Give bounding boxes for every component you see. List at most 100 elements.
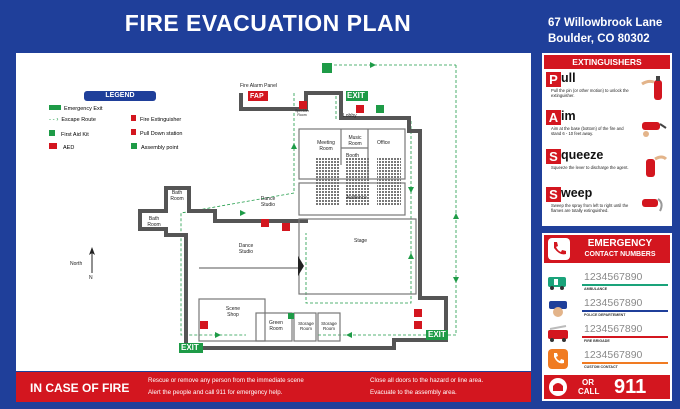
step-letter: P [546,72,561,87]
legend-item-emergency-exit: Emergency Exit [49,105,103,112]
n-label: N [89,275,93,281]
contact-label: AMBULANCE [584,287,608,291]
audience-label: Audience [346,195,367,201]
or-call-911-bar: OR CALL 911 [544,375,670,399]
step-desc: Aim at the base (bottom) of the fire and… [551,126,624,136]
contact-label: CUSTOM CONTACT [584,365,618,369]
instruction-3: Close all doors to the hazard or line ar… [370,377,484,384]
address-line-2: Boulder, CO 80302 [548,33,650,45]
custom-contact-icon [548,349,568,369]
legend-item-first-aid: First Aid Kit [49,130,89,138]
extinguisher-sweep-icon [642,198,663,212]
address: 67 Willowbrook Lane Boulder, CO 80302 [548,15,662,47]
in-case-of-fire-title: IN CASE OF FIRE [30,381,130,395]
fap-label: FAP [250,93,264,100]
walls [138,91,448,350]
extinguisher-icon [131,115,136,121]
emergency-light-icon [549,378,567,396]
office-label: Office [377,140,390,146]
step-pull: P ull Pull the pin (or other motion) to … [546,71,668,104]
step-word: weep [561,186,593,200]
step-sweep: S weep Sweep the spray from left to righ… [546,186,668,219]
storage-room-label-2: Storage Room [321,321,337,331]
contact-custom: 1234567890 CUSTOM CONTACT [546,347,668,373]
legend-item-pull-down-station: Pull Down station [131,129,183,137]
exit-label-bottom-right: EXIT [428,330,446,339]
green-room-label: Green Room [269,320,283,332]
legend-item-aed: AED [49,143,74,151]
contacts-title-1: EMERGENCY [587,238,653,249]
escape-route-arrows [215,62,459,338]
in-case-of-fire-bar: IN CASE OF FIRE Rescue or remove any per… [16,372,531,402]
floor-plan-drawing [89,62,459,353]
contacts-title-2: CONTACT NUMBERS [584,251,656,258]
extinguishers-title: EXTINGUISHERS [544,55,670,69]
step-desc: Squeeze the lever to discharge the agent… [551,165,629,170]
interior-walls [198,128,417,342]
lobby-label: Lobby [343,113,357,119]
fire-alarm-panel-label: Fire Alarm Panel [240,83,277,89]
step-word: ull [561,71,576,85]
ambulance-icon [548,277,566,290]
escape-route-lines [180,64,457,336]
stage-label: Stage [354,238,368,244]
police-icon [549,301,567,317]
extinguishers-panel: EXTINGUISHERS P ull Pull the pin (or oth… [542,53,672,226]
step-letter: S [546,149,561,164]
safety-icons [200,91,422,329]
contact-underline [582,284,668,286]
legend-item-assembly-point: Assembly point [131,143,178,151]
dance-studio-label-2: Dance Studio [238,243,254,255]
booth-label: Booth [346,153,360,159]
step-letter: A [546,110,561,125]
assembly-point-icon [131,143,137,149]
contact-fire-brigade: 1234567890 FIRE BRIGADE [546,321,668,347]
floor-plan: LEGEND Emergency Exit Fire Extinguisher … [16,53,531,371]
scene-shop-label: Scene Shop [225,306,241,318]
contact-underline [582,362,668,364]
aed-icon [49,143,57,149]
contact-ambulance: 1234567890 AMBULANCE [546,269,668,295]
emergency-contacts-panel: EMERGENCY CONTACT NUMBERS 1234567890 AMB… [542,233,672,401]
step-desc: Sweep the spray from left to right until… [551,203,629,213]
page-title: FIRE EVACUATION PLAN [124,10,412,36]
dance-studio-label-1: Dance Studio [260,196,276,208]
bath-room-label-2: Bath Room [147,216,161,228]
sprinkler-room-label: Sprinkler Room [295,109,309,117]
contact-label: FIRE BRIGADE [584,339,610,343]
exit-label-bottom-left: EXIT [181,343,199,352]
contact-underline [582,336,668,338]
extinguisher-aim-icon [642,122,667,137]
legend-title: LEGEND [84,91,156,101]
instruction-4: Evacuate to the assembly area. [370,389,457,396]
exit-icon [49,105,61,110]
step-letter: S [546,187,561,202]
first-aid-icon [49,130,55,136]
music-room-label: Music Room [348,135,362,147]
north-label: North [70,261,83,267]
legend-item-fire-extinguisher: Fire Extinguisher [131,115,181,123]
extinguisher-squeeze-icon [646,155,668,177]
contact-number: 1234567890 [584,323,643,335]
step-aim: A im Aim at the base (bottom) of the fir… [546,109,668,142]
legend: LEGEND Emergency Exit Fire Extinguisher … [49,91,209,161]
legend-item-escape-route: - - ›Escape Route [49,117,96,123]
contact-number: 1234567890 [584,297,643,309]
exit-signs [179,63,448,353]
contact-police: 1234567890 POLICE DEPARTEMENT [546,295,668,321]
step-word: im [561,109,576,123]
contacts-header: EMERGENCY CONTACT NUMBERS [544,235,670,263]
contact-number: 1234567890 [584,349,643,361]
contact-underline [582,310,668,312]
contact-number: 1234567890 [584,271,643,283]
call-label: CALL [578,387,600,396]
instruction-2: Alert the people and call 911 for emerge… [148,389,283,396]
contact-label: POLICE DEPARTEMENT [584,313,626,317]
step-squeeze: S queeze Squeeze the lever to discharge … [546,148,668,181]
step-word: queeze [561,148,604,162]
pull-station-icon [131,129,136,135]
or-label: OR [582,378,594,387]
bath-room-label-1: Bath Room [170,190,184,202]
fire-brigade-icon [548,325,568,342]
phone-icon [548,238,570,260]
